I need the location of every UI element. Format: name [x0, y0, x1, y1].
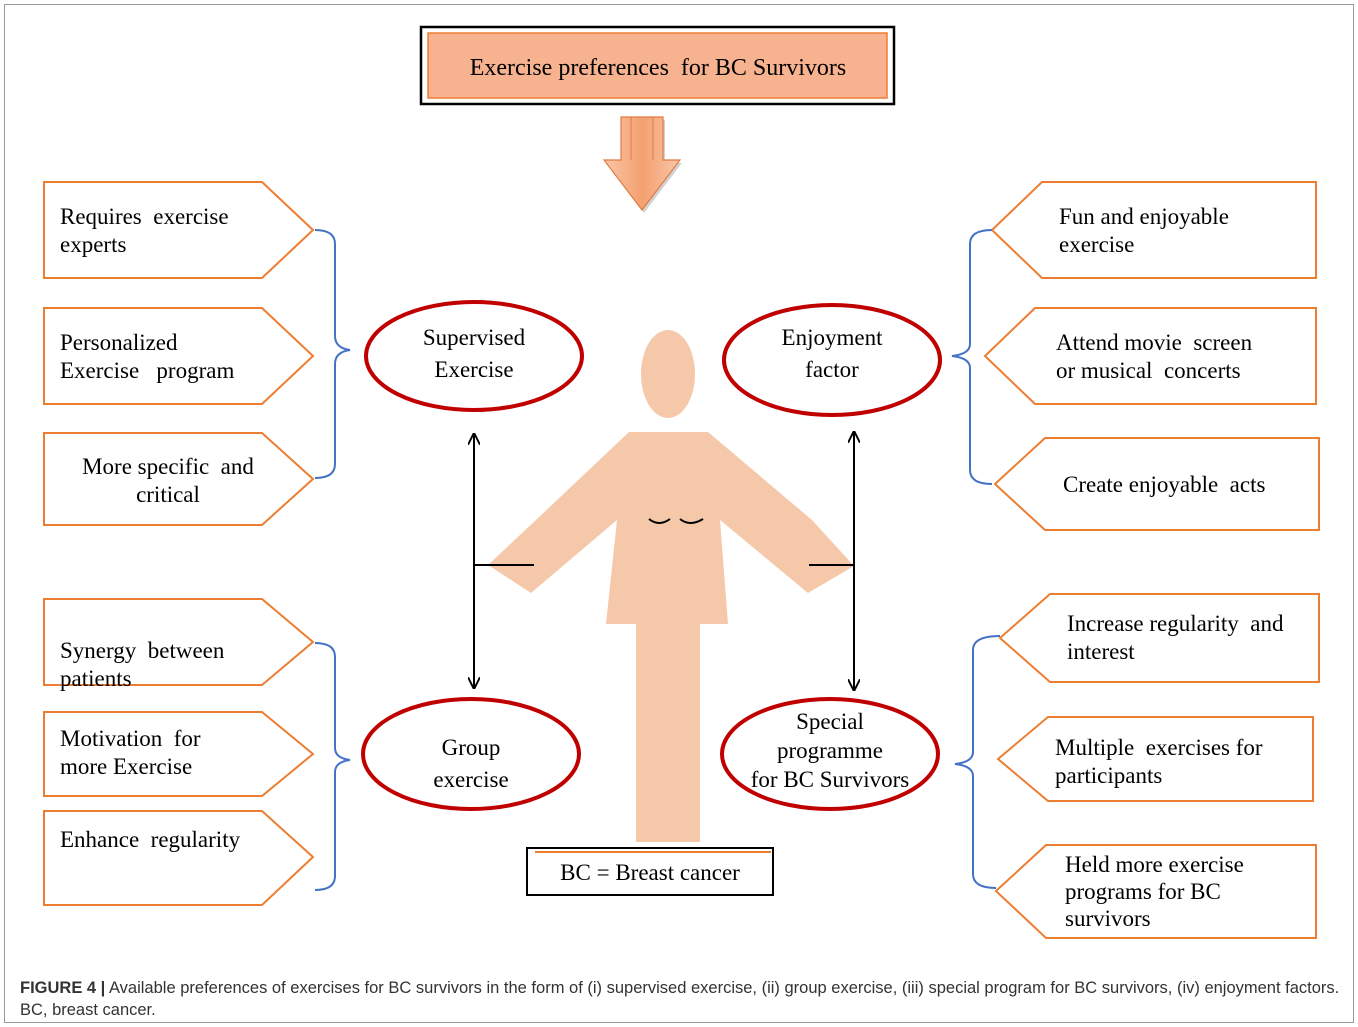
callout-box — [43, 432, 315, 526]
callout-box — [994, 844, 1317, 939]
bracket-enjoyment — [951, 229, 993, 485]
callout-box — [43, 711, 315, 797]
legend-box: BC = Breast cancer — [526, 847, 774, 896]
diagram-title: Exercise preferences for BC Survivors — [470, 55, 847, 81]
callout-box — [43, 810, 315, 906]
callout-box — [998, 593, 1320, 683]
legend-text: BC = Breast cancer — [560, 860, 740, 885]
callout-box — [990, 181, 1317, 279]
grouping-brackets — [314, 229, 1001, 891]
bracket-supervised — [314, 229, 351, 479]
caption-label: FIGURE 4 | — [20, 979, 106, 997]
callout-box — [983, 307, 1317, 405]
callout-box — [43, 307, 315, 405]
caption-text: Available preferences of exercises for B… — [20, 979, 1340, 1019]
callout-box — [43, 181, 315, 279]
callout-text: Create enjoyable acts — [1063, 472, 1265, 497]
callout-text: Enhance regularity — [60, 827, 241, 852]
callout-box — [43, 598, 315, 686]
callout-box — [996, 716, 1314, 802]
bracket-group — [314, 642, 351, 891]
title-box: Exercise preferences for BC Survivors — [419, 25, 896, 106]
callout-box — [993, 437, 1320, 531]
figure-caption: FIGURE 4 | Available preferences of exer… — [20, 977, 1340, 1021]
woman-figure-icon — [488, 330, 854, 842]
bracket-special — [954, 635, 1001, 889]
connectors — [474, 432, 854, 690]
down-arrow-icon — [602, 116, 682, 213]
figure-frame — [4, 4, 1354, 1023]
